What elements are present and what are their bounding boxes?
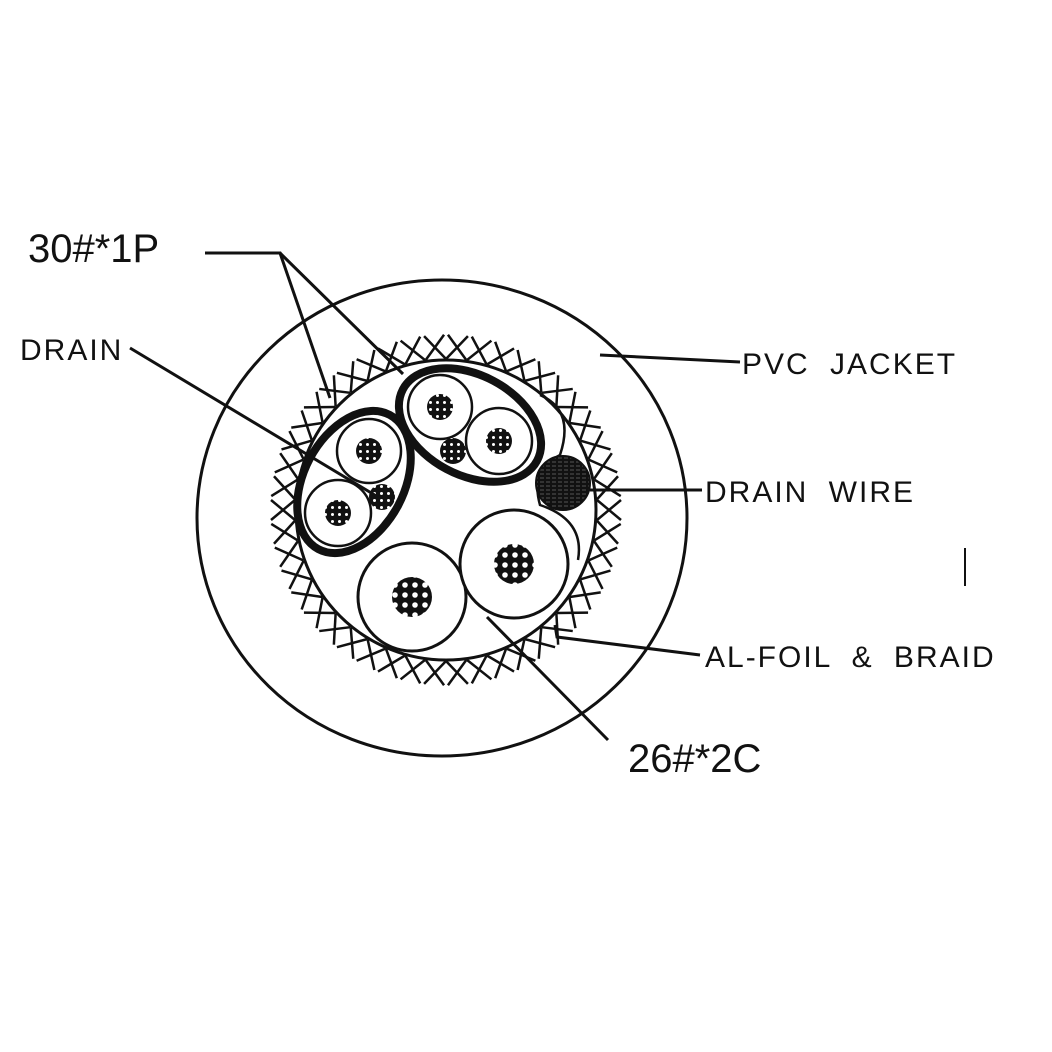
braid-strand — [356, 647, 386, 662]
braid-strand — [270, 499, 296, 521]
label-shield: AL-FOIL & BRAID — [705, 641, 996, 674]
leader-pair — [205, 251, 332, 399]
conductor-core — [325, 500, 351, 526]
braid-strand — [303, 611, 336, 615]
braid-strand — [470, 655, 488, 684]
braid-strand — [274, 546, 304, 562]
braid-strand — [593, 540, 613, 568]
braid-strand — [579, 579, 592, 610]
braid-strand — [291, 591, 323, 599]
braid-strand — [399, 658, 426, 681]
braid-strand — [524, 371, 556, 383]
braid-strand — [445, 335, 469, 360]
braid-strand — [288, 430, 305, 460]
leader-shield — [553, 624, 701, 657]
braid-strand — [300, 410, 313, 441]
pair-drain — [369, 484, 395, 510]
braid-strand — [494, 648, 508, 679]
leader-lines — [129, 251, 966, 742]
braid-strand — [423, 660, 447, 685]
conductor-core — [427, 394, 453, 420]
braid-strand — [315, 391, 324, 423]
braid-strand — [384, 341, 398, 372]
braid-strand — [568, 597, 577, 629]
braid-strand — [537, 627, 543, 659]
braid-strand — [377, 654, 406, 673]
drain-wire — [535, 455, 591, 511]
conductor-core — [494, 544, 534, 584]
label-conductors: 26#*2C — [628, 737, 761, 781]
braid-strand — [588, 458, 618, 474]
braid-strand — [587, 560, 604, 590]
conductor-core — [356, 438, 382, 464]
pair-drain — [440, 438, 466, 464]
braid-strand — [466, 339, 493, 362]
braid-strand — [580, 439, 611, 451]
braid-strand — [486, 347, 515, 366]
twisted-pair-2 — [394, 364, 546, 486]
braid-strand — [332, 375, 337, 407]
braid-strand — [446, 659, 468, 687]
braid-strand — [541, 387, 573, 395]
braid-strand — [593, 478, 622, 498]
label-jacket: PVC JACKET — [742, 348, 957, 381]
braid-strand — [596, 519, 619, 545]
braid-strand — [596, 499, 622, 521]
braid-strand — [336, 637, 368, 649]
braid-strand — [404, 336, 422, 365]
braid-strand — [273, 475, 296, 501]
leader-drain — [129, 346, 379, 499]
leader-conductors — [485, 615, 610, 742]
conductor-core — [486, 428, 512, 454]
braid-strand — [279, 452, 299, 480]
label-pair: 30#*1P — [28, 227, 159, 271]
braid-strand — [506, 358, 536, 373]
leader-jacket — [599, 353, 741, 364]
braid-shield — [270, 333, 622, 687]
braid-strand — [569, 421, 601, 429]
leader-pair-2 — [278, 251, 405, 376]
braid-strand — [319, 625, 351, 633]
braid-strand — [556, 405, 589, 409]
braid-strand — [516, 639, 526, 671]
braid-strand — [555, 613, 560, 645]
braid-strand — [349, 361, 355, 393]
braid-strand — [270, 522, 299, 542]
braid-strand — [281, 569, 312, 581]
braid-strand — [424, 333, 446, 361]
braid-strand — [366, 349, 376, 381]
conductor-core — [392, 577, 432, 617]
pvc-jacket — [195, 278, 689, 758]
label-drain-wire: DRAIN WIRE — [705, 476, 915, 509]
label-drain: DRAIN — [20, 334, 123, 367]
